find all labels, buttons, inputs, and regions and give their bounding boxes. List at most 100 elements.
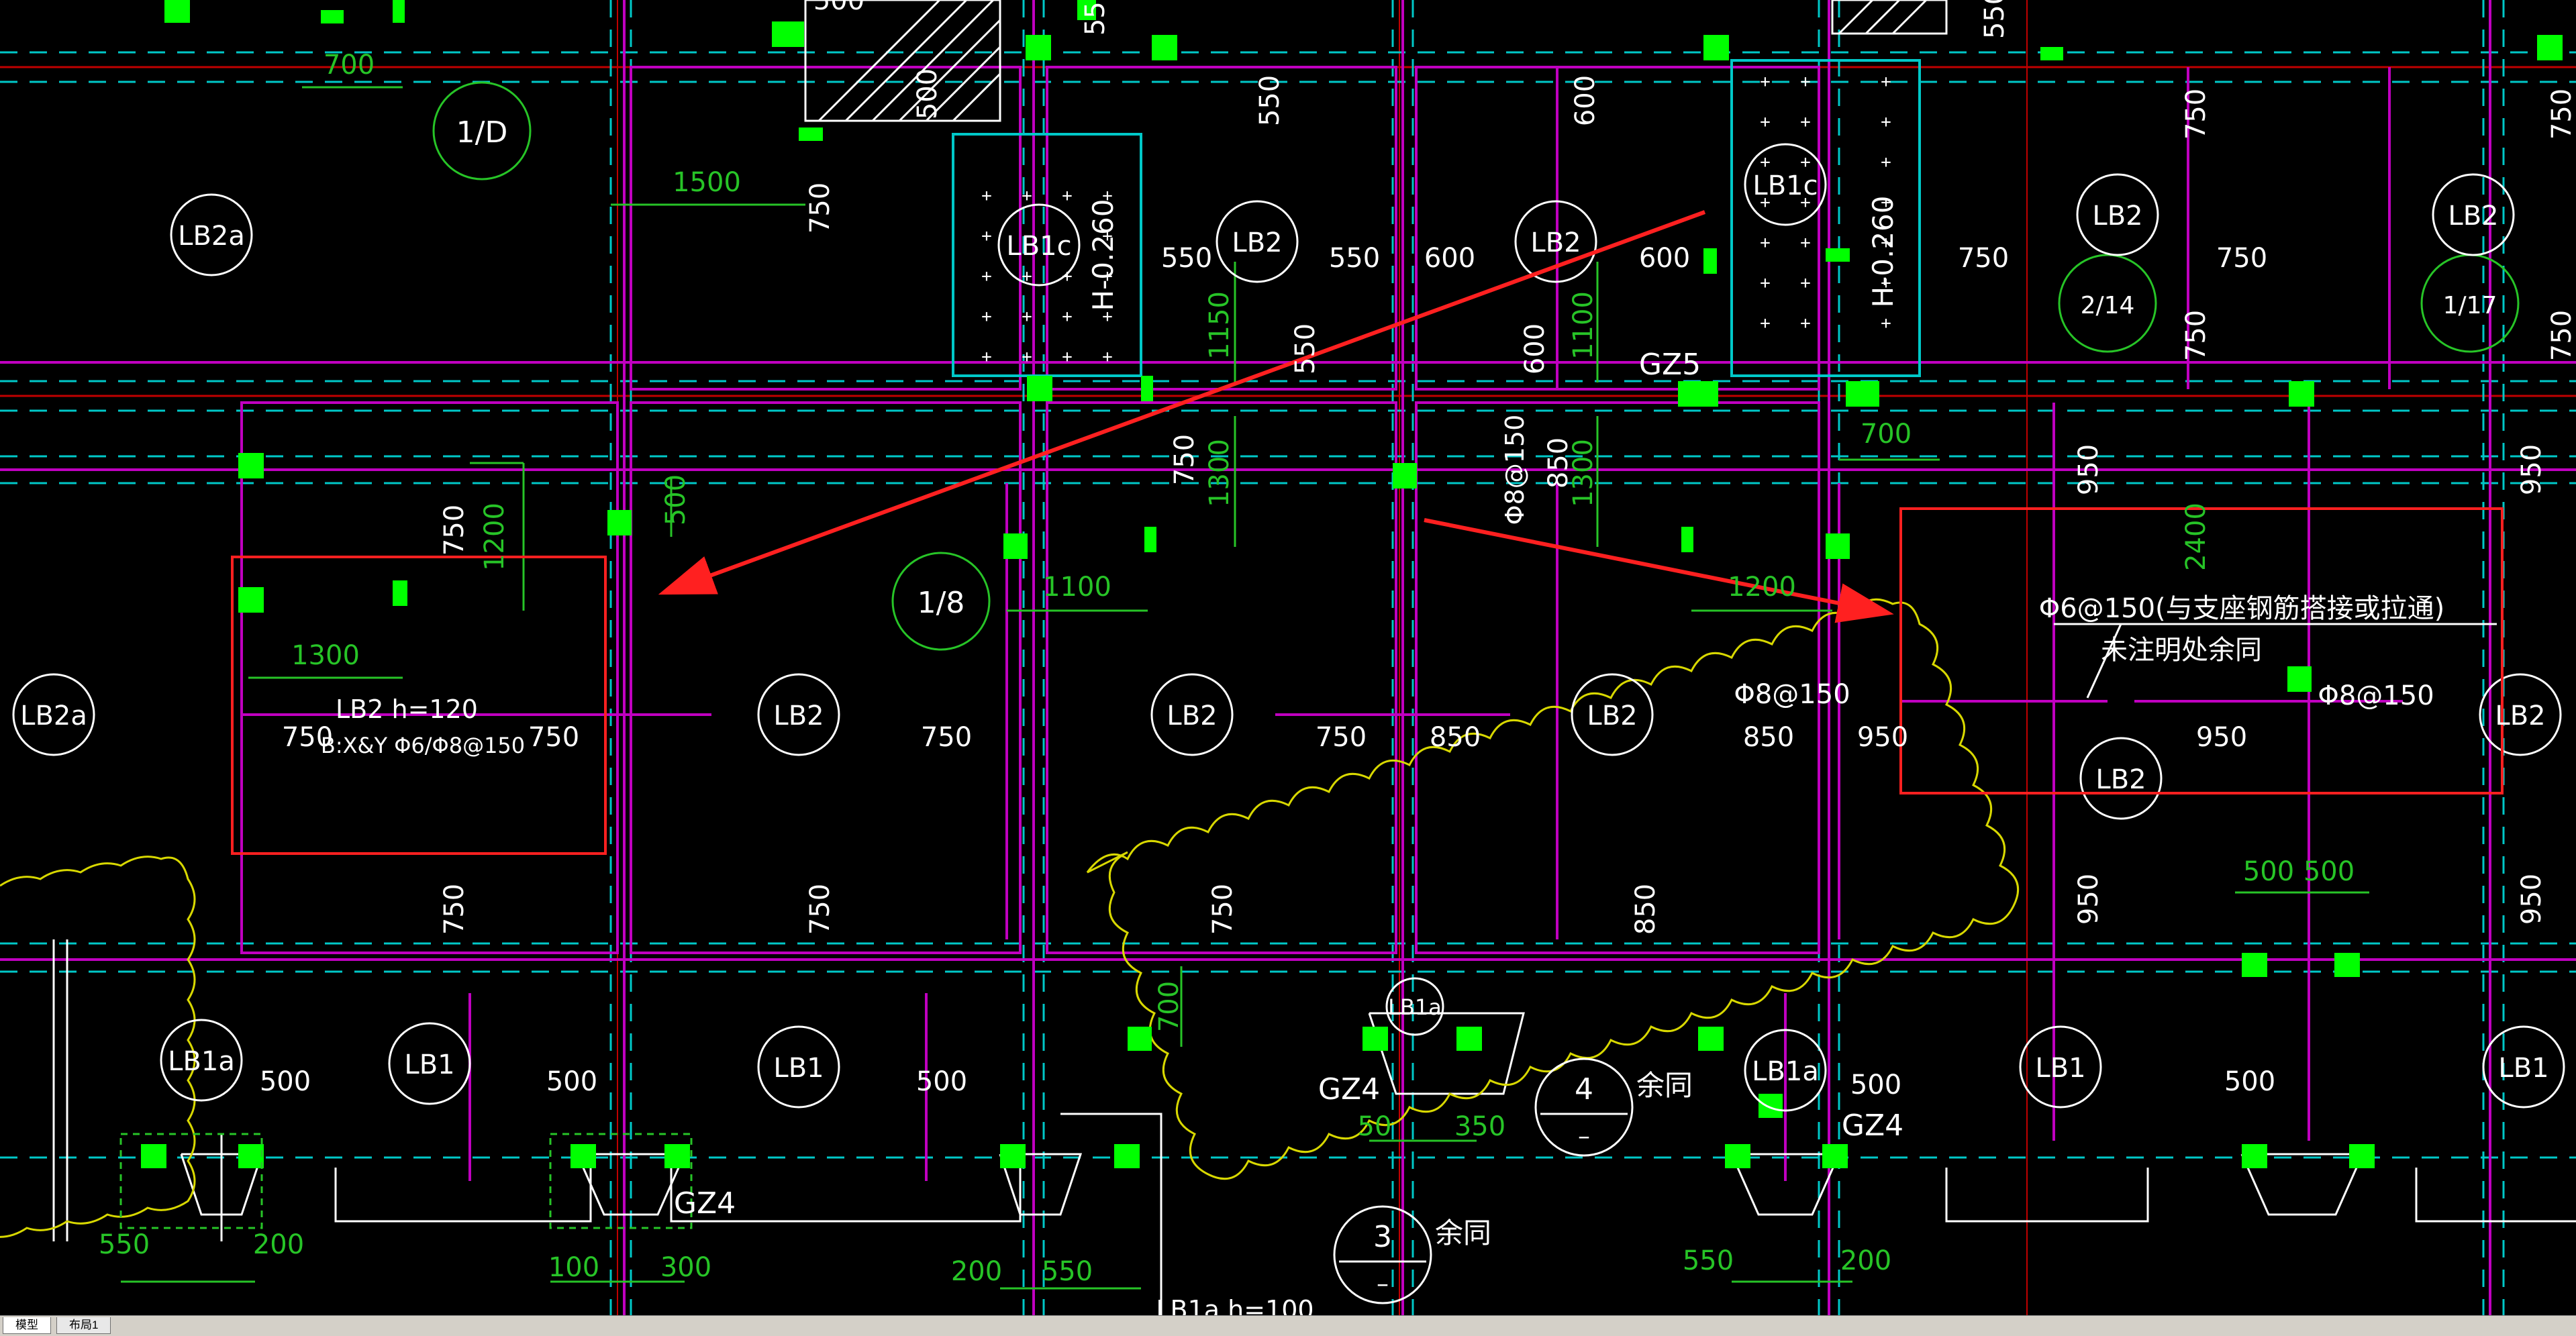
tab-layout1[interactable]: 布局1 (56, 1317, 111, 1334)
dim-950-v4: 950 (2516, 874, 2547, 925)
slab-label-lb2-5: LB2 (773, 701, 824, 731)
svg-text:+: + (1881, 112, 1891, 132)
svg-text:+: + (1800, 193, 1811, 213)
dim-600-v2: 600 (1520, 323, 1550, 374)
svg-text:+: + (1022, 186, 1032, 206)
highlight-boxes (231, 507, 2504, 855)
dim-850-m1: 850 (1430, 722, 1481, 753)
dim-200-g1: 200 (253, 1229, 304, 1260)
slab-label-lb2-7: LB2 (1587, 701, 1637, 731)
slab-label-lb1-4: LB1 (2498, 1053, 2548, 1084)
section-label-18: 1/8 (918, 586, 965, 620)
svg-text:+: + (1062, 307, 1073, 327)
dim-500-top: 500 (813, 0, 864, 16)
detail-dash-3: – (1377, 1270, 1389, 1298)
dim-1200-a: 1200 (1728, 572, 1796, 603)
dim-550-v2: 550 (1080, 0, 1111, 36)
dim-350: 350 (1454, 1111, 1505, 1142)
dim-1100-a: 1100 (1043, 572, 1111, 603)
dim-750-m1: 750 (282, 722, 333, 753)
dim-850-m2: 850 (1743, 722, 1794, 753)
dim-1500: 1500 (673, 167, 741, 198)
slab-label-lb2-8: LB2 (2095, 764, 2146, 795)
annotation-lb2-h120: LB2 h=120 (336, 695, 478, 724)
dim-750-t1: 750 (1958, 243, 2009, 274)
dim-1150-v: 1150 (1204, 291, 1235, 360)
svg-text:+: + (1881, 233, 1891, 253)
dim-750-v8: 750 (439, 884, 470, 935)
svg-text:+: + (1800, 152, 1811, 172)
dim-700-b: 700 (1861, 419, 1912, 450)
dim-750-m2: 750 (528, 722, 579, 753)
svg-text:+: + (1062, 186, 1073, 206)
detail-note-yutong-4: 余同 (1636, 1069, 1693, 1102)
hatched-opening (804, 0, 1948, 122)
dim-200-g2: 200 (951, 1256, 1002, 1287)
dim-850-v1: 850 (1543, 438, 1574, 489)
svg-text:+: + (1760, 152, 1771, 172)
dim-500-g2: 500 (2303, 856, 2355, 887)
detail-number-4: 4 (1575, 1072, 1593, 1107)
section-label-214: 2/14 (2081, 292, 2135, 319)
svg-text:+: + (1881, 273, 1891, 293)
dim-550-v1: 550 (1254, 75, 1285, 126)
gz4-outlines (119, 1133, 693, 1229)
dim-750-v1: 750 (805, 183, 836, 234)
dim-850-v2: 850 (1630, 884, 1661, 935)
svg-text:+: + (981, 266, 992, 287)
dim-950-v1: 950 (2073, 444, 2104, 495)
tab-model[interactable]: 模型 (3, 1317, 51, 1334)
dim-300-g1: 300 (660, 1252, 711, 1283)
svg-text:+: + (1760, 193, 1771, 213)
svg-text:+: + (1760, 233, 1771, 253)
svg-text:+: + (1800, 233, 1811, 253)
dim-750-m3: 750 (921, 722, 972, 753)
svg-text:+: + (1881, 313, 1891, 333)
dim-1300-a: 1300 (291, 640, 360, 671)
svg-text:+: + (1102, 186, 1113, 206)
annotation-h0260-1: H-0.260 (1087, 199, 1120, 311)
revision-clouds (0, 598, 2020, 1238)
svg-text:+: + (1760, 72, 1771, 92)
svg-text:+: + (1760, 112, 1771, 132)
dim-500-v1: 500 (912, 68, 943, 119)
dim-750-v9: 750 (805, 884, 836, 935)
dim-550-g3: 550 (1683, 1245, 1734, 1276)
dim-950-v3: 950 (2073, 874, 2104, 925)
dim-700-v: 700 (1154, 981, 1185, 1032)
dim-500-b5: 500 (2224, 1066, 2275, 1097)
svg-text:+: + (1102, 347, 1113, 367)
column-label-gz4-1: GZ4 (1318, 1072, 1380, 1107)
slab-label-lb1a-3: LB1a (1752, 1056, 1819, 1087)
svg-text:+: + (1102, 307, 1113, 327)
dim-750-t2: 750 (2216, 243, 2267, 274)
svg-text:+: + (1760, 273, 1771, 293)
svg-text:+: + (981, 347, 992, 367)
slab-label-lb1a-2: LB1a (1388, 994, 1442, 1020)
dim-750-v5: 750 (2546, 310, 2576, 361)
dim-550-g2: 550 (1042, 1256, 1093, 1287)
annotation-h0260-2: H-0.260 (1867, 196, 1899, 308)
dim-750-m4: 750 (1316, 722, 1367, 753)
svg-text:+: + (1881, 152, 1891, 172)
dim-1300-v2: 1300 (1568, 439, 1599, 507)
dim-950-m1: 950 (1857, 722, 1908, 753)
svg-text:+: + (1102, 226, 1113, 246)
dim-1300-v1: 1300 (1204, 439, 1235, 507)
column-label-gz4-2: GZ4 (1842, 1109, 1903, 1143)
dim-750-v3: 750 (2181, 310, 2212, 361)
dim-950-v2: 950 (2516, 444, 2547, 495)
svg-text:+: + (1800, 273, 1811, 293)
section-label-1d: 1/D (456, 115, 508, 150)
dim-1100-v: 1100 (1568, 291, 1599, 360)
svg-text:+: + (981, 186, 992, 206)
wall-outlines (52, 939, 2576, 1315)
svg-text:+: + (1881, 193, 1891, 213)
dim-750-v7: 750 (439, 505, 470, 556)
dim-750-v2: 750 (2181, 89, 2212, 140)
svg-text:+: + (1800, 112, 1811, 132)
section-circles (12, 81, 2565, 1304)
dim-1200-v: 1200 (479, 503, 510, 571)
dim-600-v1: 600 (1570, 75, 1601, 126)
